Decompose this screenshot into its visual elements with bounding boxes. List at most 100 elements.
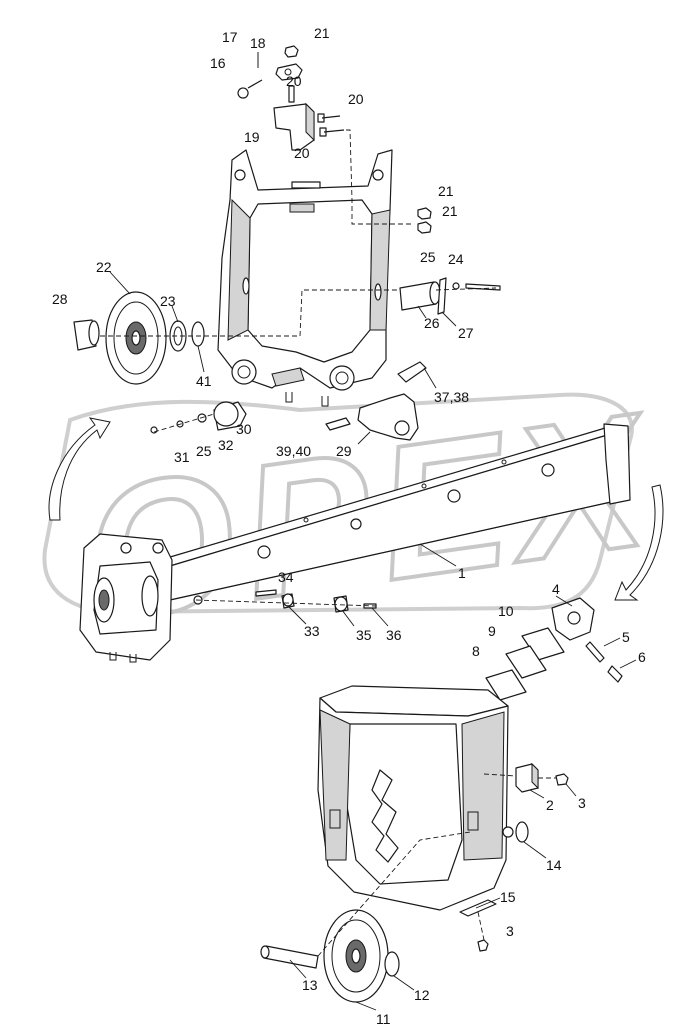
callout-32: 32 xyxy=(218,437,234,453)
washer-25-right xyxy=(452,282,460,290)
callout-23: 23 xyxy=(160,293,176,309)
leader-33 xyxy=(287,605,307,625)
callout-27: 27 xyxy=(458,325,474,341)
sheave-22-group xyxy=(73,291,205,385)
leader-2 xyxy=(529,789,545,799)
pin-16 xyxy=(237,79,263,99)
boom-hole-2 xyxy=(350,518,362,530)
pin-26-group xyxy=(399,277,501,315)
leader-3a xyxy=(565,783,577,797)
upper-frame-top-slot xyxy=(291,181,321,189)
leader-26 xyxy=(417,305,427,319)
boom-hole-1 xyxy=(257,545,271,559)
ring-41 xyxy=(191,321,205,347)
leader-3738 xyxy=(423,367,437,389)
upper-frame-pivot-right-inner xyxy=(335,371,349,385)
lower-frame-left-wall xyxy=(319,709,351,861)
dash-line-block2 xyxy=(483,773,556,779)
upper-frame-lower-tabs xyxy=(285,392,329,407)
clamp-18-hole xyxy=(284,68,292,76)
callout-35: 35 xyxy=(356,627,372,643)
watermark-arrow-left xyxy=(48,417,111,521)
lower-frame-slot-right xyxy=(467,811,479,831)
callout-5: 5 xyxy=(622,629,630,645)
callout-21-top: 21 xyxy=(314,25,330,41)
bracket-29-hole xyxy=(394,420,410,436)
bolt-3-upper xyxy=(555,773,569,786)
pad-9 xyxy=(505,645,547,679)
callout-17: 17 xyxy=(222,29,238,45)
upper-frame-right-wall xyxy=(369,209,391,331)
lower-frame-assembly xyxy=(317,685,514,911)
callout-3-upper: 3 xyxy=(578,795,586,811)
callout-20-right: 20 xyxy=(348,91,364,107)
bushing-28-end xyxy=(88,320,100,346)
lower-frame-side-hole xyxy=(502,826,514,838)
upper-frame-pad xyxy=(289,203,315,213)
leader-36 xyxy=(371,607,389,627)
root-frame-feet xyxy=(109,652,137,663)
callout-37-38: 37,38 xyxy=(434,389,469,405)
upper-frame-side-hole-left xyxy=(242,277,250,295)
callout-3-lower: 3 xyxy=(506,923,514,939)
callout-29: 29 xyxy=(336,443,352,459)
root-frame-sheave-hub xyxy=(98,589,110,611)
callout-4: 4 xyxy=(552,581,560,597)
dash-line-plate15 xyxy=(477,911,485,941)
leader-12 xyxy=(393,975,415,991)
bolt-20-right-a xyxy=(317,113,341,123)
plate-27 xyxy=(437,277,447,315)
dash-line-cap30 xyxy=(153,413,215,433)
bolt-3-lower xyxy=(477,939,489,952)
leader-29 xyxy=(357,431,371,445)
callout-24: 24 xyxy=(448,251,464,267)
upper-frame-hole-right xyxy=(372,169,384,181)
callout-16: 16 xyxy=(210,55,226,71)
dash-line-sheave11 xyxy=(317,831,471,957)
leader-15 xyxy=(475,897,501,909)
boom-root-frame xyxy=(79,533,173,663)
callout-19: 19 xyxy=(244,129,260,145)
bolt-31 xyxy=(150,426,158,434)
callout-2: 2 xyxy=(546,797,554,813)
lower-fasteners-group xyxy=(459,762,569,952)
dash-line-pin26 xyxy=(435,287,497,291)
bolt-20-right-b xyxy=(319,127,345,137)
callout-33: 33 xyxy=(304,623,320,639)
sheave-11-group xyxy=(260,909,400,1003)
boom-bottom-edge xyxy=(169,499,621,601)
callout-15: 15 xyxy=(500,889,516,905)
boom-hole-5 xyxy=(501,459,507,465)
leader-23 xyxy=(171,305,179,323)
watermark-gear-outline xyxy=(42,392,634,615)
callout-6: 6 xyxy=(638,649,646,665)
upper-frame-left-wall xyxy=(227,198,251,341)
boom-fasteners-group xyxy=(193,589,377,613)
callout-11: 11 xyxy=(376,1011,391,1027)
callout-14: 14 xyxy=(546,857,562,873)
lower-frame-top xyxy=(319,685,509,717)
main-boom-1 xyxy=(159,423,631,601)
callout-28: 28 xyxy=(52,291,68,307)
callout-34: 34 xyxy=(278,569,294,585)
leader-41 xyxy=(197,345,205,373)
top-hardware-group xyxy=(237,45,432,234)
lower-frame-slot-left xyxy=(329,809,341,829)
watermark-arrow-right xyxy=(614,484,664,601)
callouts: 1 2 3 3 4 5 6 8 9 10 11 12 13 14 15 16 1… xyxy=(52,25,646,1027)
callout-21-mid-a: 21 xyxy=(438,183,454,199)
housing-4-hole xyxy=(567,611,581,625)
root-frame-sheave-right xyxy=(141,575,159,617)
clamp-18 xyxy=(275,63,303,81)
sheave-11-groove xyxy=(331,919,381,993)
callout-25-right: 25 xyxy=(420,249,436,265)
nut-21-top xyxy=(284,45,299,58)
pin-13 xyxy=(263,945,319,969)
bracket-19-face xyxy=(305,102,315,142)
callout-10: 10 xyxy=(498,603,514,619)
callout-13: 13 xyxy=(302,977,318,993)
leader-5 xyxy=(603,637,621,647)
cap-30-group xyxy=(150,401,247,434)
sheave-22-groove xyxy=(113,301,159,375)
leader-22 xyxy=(109,271,131,295)
